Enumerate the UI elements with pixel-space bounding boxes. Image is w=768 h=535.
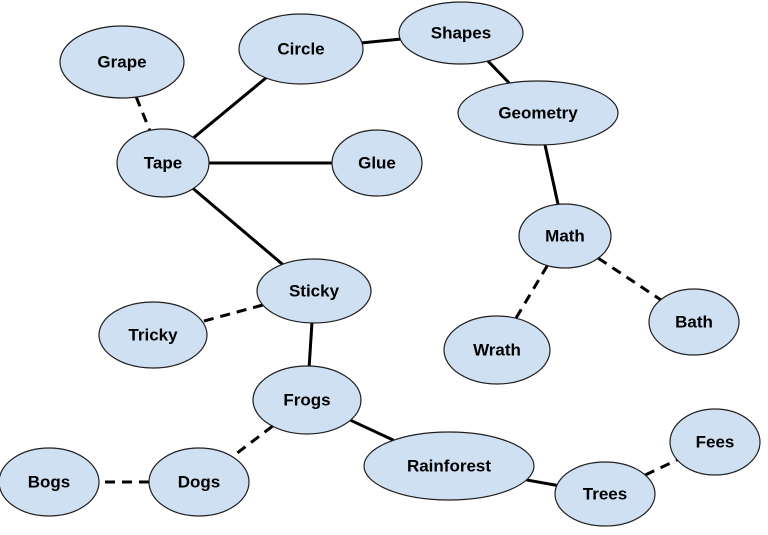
node-bogs: Bogs: [0, 447, 100, 517]
node-ellipse-frogs: [252, 365, 362, 435]
node-shapes: Shapes: [398, 1, 524, 65]
edge-sticky-frogs: [307, 322, 314, 367]
edge-rainforest-trees: [526, 478, 558, 487]
edge-tape-sticky: [192, 187, 284, 266]
node-ellipse-circle: [238, 13, 364, 85]
node-label-wrath: Wrath: [473, 341, 521, 360]
node-tricky: Tricky: [98, 301, 208, 369]
node-ellipse-geometry: [457, 80, 619, 146]
edge-frogs-rainforest: [349, 418, 395, 442]
node-geometry: Geometry: [457, 80, 619, 146]
node-ellipse-trees: [554, 461, 656, 527]
node-trees: Trees: [554, 461, 656, 527]
node-ellipse-bath: [648, 288, 740, 356]
node-label-bogs: Bogs: [28, 473, 71, 492]
edge-trees-fees: [644, 458, 678, 477]
node-label-tape: Tape: [144, 154, 182, 173]
node-ellipse-grape: [59, 25, 185, 99]
node-frogs: Frogs: [252, 365, 362, 435]
node-sticky: Sticky: [256, 258, 372, 324]
node-ellipse-dogs: [148, 447, 250, 517]
node-wrath: Wrath: [443, 315, 551, 385]
node-label-shapes: Shapes: [431, 24, 491, 43]
node-dogs: Dogs: [148, 447, 250, 517]
node-ellipse-sticky: [256, 258, 372, 324]
node-label-sticky: Sticky: [289, 282, 340, 301]
edge-sticky-tricky: [201, 303, 264, 323]
edge-shapes-geometry: [486, 59, 511, 85]
node-circle: Circle: [238, 13, 364, 85]
edge-math-wrath: [514, 264, 549, 320]
edge-grape-tape: [134, 96, 152, 131]
node-ellipse-wrath: [443, 315, 551, 385]
node-tape: Tape: [116, 128, 210, 198]
node-label-circle: Circle: [277, 40, 324, 59]
node-label-rainforest: Rainforest: [407, 457, 491, 476]
node-fees: Fees: [669, 408, 761, 476]
node-rainforest: Rainforest: [363, 431, 535, 501]
node-label-dogs: Dogs: [178, 473, 221, 492]
edge-geometry-math: [543, 144, 560, 205]
node-ellipse-math: [518, 203, 612, 269]
edge-tape-circle: [192, 76, 267, 139]
node-grape: Grape: [59, 25, 185, 99]
node-label-geometry: Geometry: [498, 104, 578, 123]
node-bath: Bath: [648, 288, 740, 356]
node-glue: Glue: [331, 129, 423, 197]
node-ellipse-rainforest: [363, 431, 535, 501]
node-label-trees: Trees: [583, 485, 627, 504]
node-label-fees: Fees: [696, 433, 735, 452]
node-label-math: Math: [545, 227, 585, 246]
edge-math-bath: [597, 256, 662, 302]
node-ellipse-tricky: [98, 301, 208, 369]
node-label-glue: Glue: [358, 154, 396, 173]
node-label-tricky: Tricky: [128, 326, 178, 345]
node-ellipse-shapes: [398, 1, 524, 65]
edge-frogs-dogs: [231, 424, 274, 458]
edges-layer: [99, 37, 678, 487]
node-math: Math: [518, 203, 612, 269]
node-ellipse-fees: [669, 408, 761, 476]
node-ellipse-bogs: [0, 447, 100, 517]
node-label-frogs: Frogs: [283, 391, 330, 410]
node-ellipse-tape: [116, 128, 210, 198]
node-label-grape: Grape: [97, 53, 146, 72]
node-label-bath: Bath: [675, 313, 713, 332]
edge-circle-shapes: [361, 37, 401, 45]
node-ellipse-glue: [331, 129, 423, 197]
